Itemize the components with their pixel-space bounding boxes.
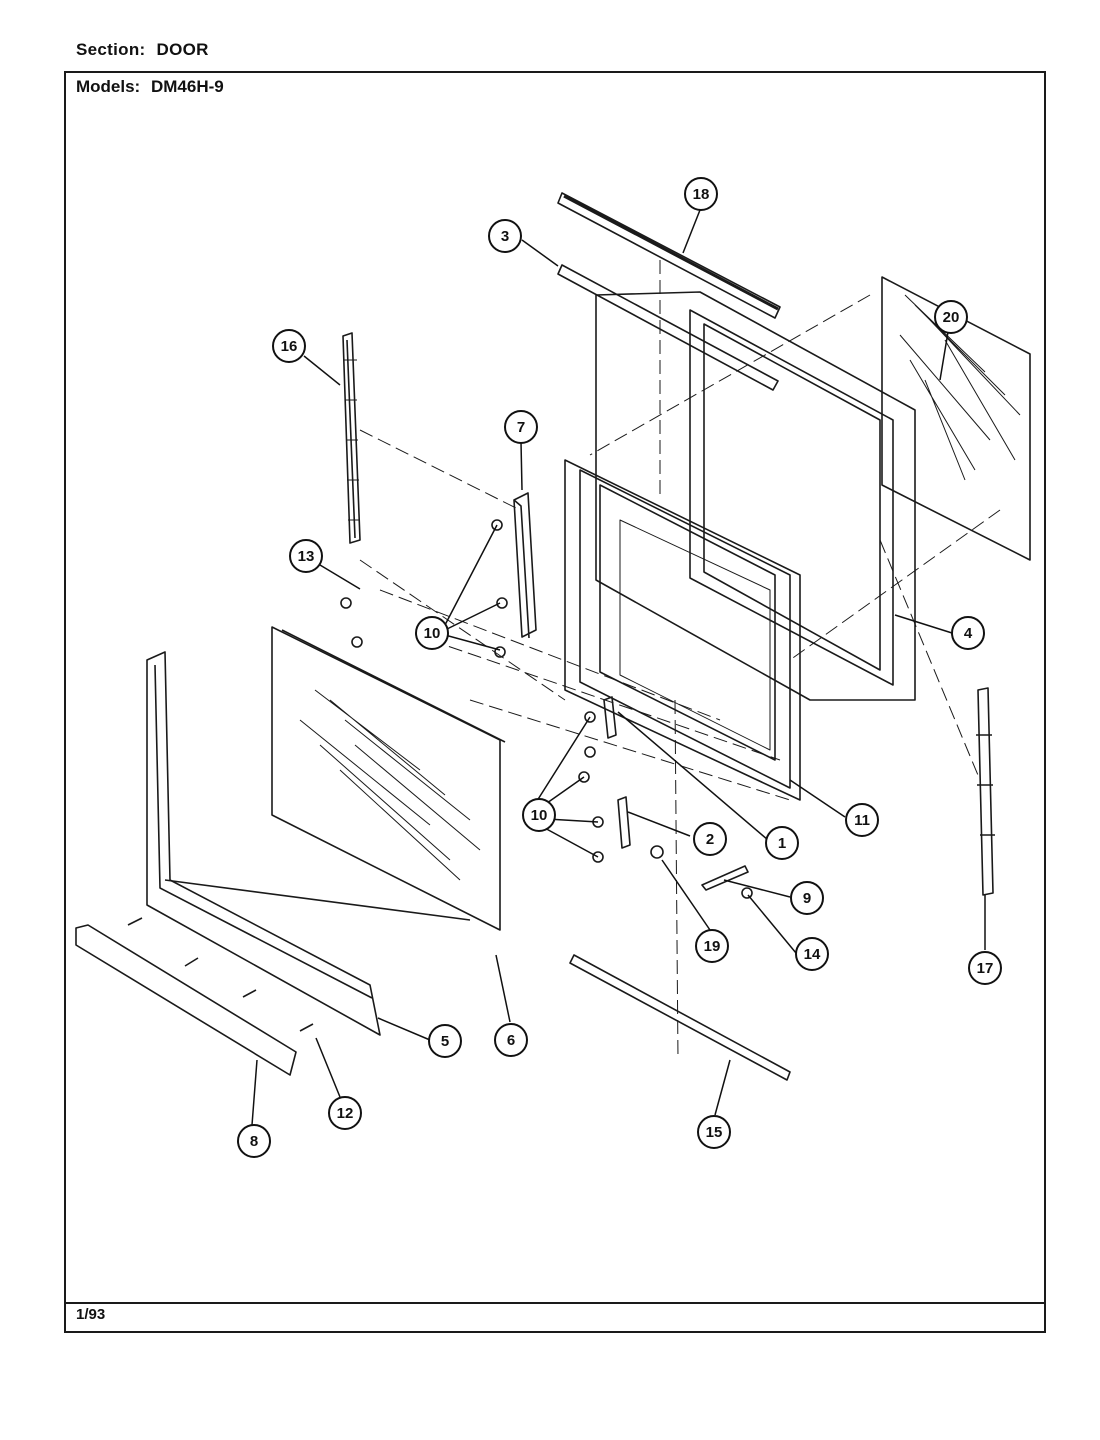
part-hinges [603, 696, 753, 899]
svg-text:18: 18 [693, 186, 710, 203]
callout-leaders [251, 209, 986, 1126]
callout-2: 2 [693, 822, 727, 856]
callout-17: 17 [968, 951, 1002, 985]
svg-text:7: 7 [517, 419, 525, 436]
footer-divider [64, 1302, 1046, 1304]
svg-text:6: 6 [507, 1032, 515, 1049]
part-top-strip [557, 264, 779, 391]
section-value: DOOR [156, 40, 209, 59]
part-top-trim [557, 192, 781, 319]
callout-19: 19 [695, 929, 729, 963]
callout-11: 11 [845, 803, 879, 837]
section-header: Section: DOOR [76, 40, 209, 60]
callout-9: 9 [790, 881, 824, 915]
callout-15: 15 [697, 1115, 731, 1149]
callout-20: 20 [934, 300, 968, 334]
part-rear-frame [595, 291, 916, 701]
svg-text:1: 1 [778, 835, 786, 852]
svg-text:5: 5 [441, 1033, 449, 1050]
svg-text:14: 14 [804, 946, 821, 963]
part-inner-glass [881, 276, 1031, 561]
diagram-frame [64, 71, 1046, 1333]
callout-13: 13 [289, 539, 323, 573]
callout-18: 18 [684, 177, 718, 211]
callout-5: 5 [428, 1024, 462, 1058]
models-label: Models: [76, 77, 141, 96]
svg-text:4: 4 [964, 625, 973, 642]
callout-10-upper: 10 [415, 616, 449, 650]
footer-date: 1/93 [76, 1306, 106, 1323]
svg-text:10: 10 [531, 807, 548, 824]
part-left-trim [342, 332, 361, 544]
svg-text:13: 13 [298, 548, 315, 565]
callout-6: 6 [494, 1023, 528, 1057]
svg-text:8: 8 [250, 1133, 258, 1150]
callout-16: 16 [272, 329, 306, 363]
callout-3: 3 [488, 219, 522, 253]
part-bracket [513, 492, 537, 639]
callout-1: 1 [765, 826, 799, 860]
svg-text:11: 11 [854, 812, 870, 829]
part-door-liner [564, 459, 801, 801]
svg-text:17: 17 [977, 960, 994, 977]
part-screws [127, 519, 604, 1032]
part-right-trim [976, 687, 995, 896]
svg-text:10: 10 [424, 625, 441, 642]
callout-10-lower: 10 [522, 798, 556, 832]
svg-text:2: 2 [706, 831, 714, 848]
part-handle-strip [75, 924, 297, 1076]
callout-8: 8 [237, 1124, 271, 1158]
callout-12: 12 [328, 1096, 362, 1130]
part-outer-glass-panel [271, 626, 506, 931]
svg-text:3: 3 [501, 228, 509, 245]
svg-text:12: 12 [337, 1105, 354, 1122]
part-bottom-trim [569, 954, 791, 1081]
svg-text:15: 15 [706, 1124, 723, 1141]
part-front-frame [146, 651, 471, 1036]
models-value: DM46H-9 [150, 77, 224, 96]
models-header: Models: DM46H-9 [76, 77, 224, 97]
callout-4: 4 [951, 616, 985, 650]
section-label: Section: [76, 40, 146, 59]
svg-text:20: 20 [943, 309, 960, 326]
svg-text:16: 16 [281, 338, 298, 355]
svg-text:9: 9 [803, 890, 811, 907]
callout-7: 7 [504, 410, 538, 444]
svg-text:19: 19 [704, 938, 721, 955]
callout-14: 14 [795, 937, 829, 971]
